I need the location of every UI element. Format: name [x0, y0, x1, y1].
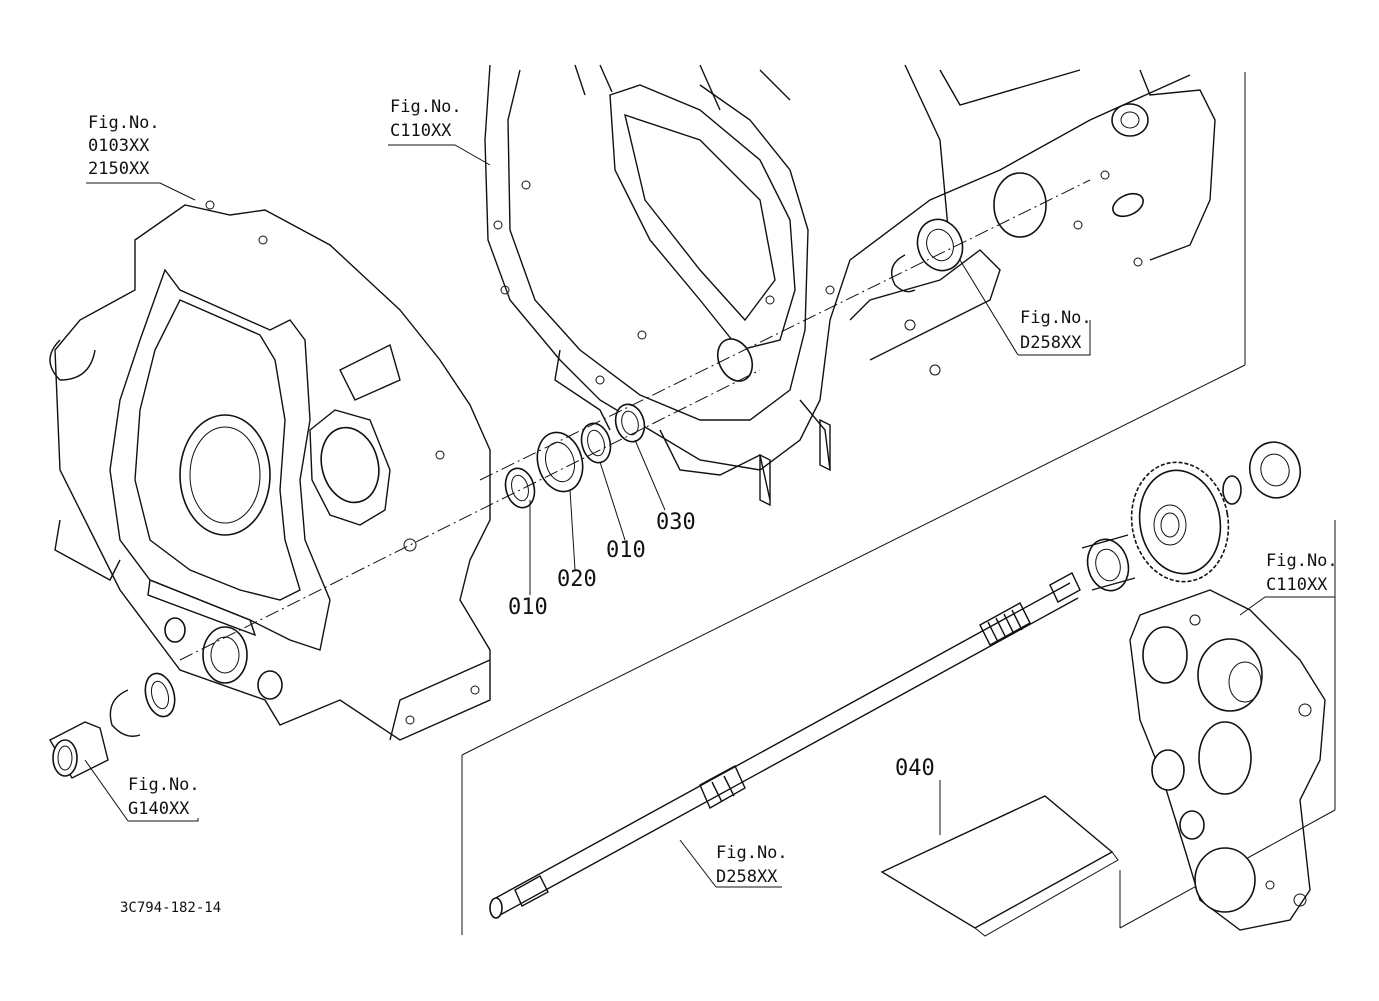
fig-code: C110XX [390, 121, 452, 141]
label-fig-c110-top: Fig.No. C110XX [390, 97, 462, 141]
fig-code: C110XX [1266, 575, 1328, 595]
part-number-010: 010 [508, 595, 548, 620]
fig-no-title: Fig.No. [390, 97, 462, 117]
fig-no-title: Fig.No. [128, 775, 200, 795]
flywheel-housing-left [49, 200, 491, 741]
label-fig-d258-top: Fig.No. D258XX [1020, 308, 1092, 353]
lower-group-frame [461, 72, 1336, 935]
fig-no-title: Fig.No. [1020, 308, 1092, 328]
part-number-030: 030 [656, 510, 696, 535]
leader-lines [84, 144, 1335, 888]
transmission-case-top [484, 64, 1216, 507]
side-cover-right [1129, 589, 1326, 931]
fig-no-title: Fig.No. [88, 113, 160, 133]
main-shaft [489, 572, 1081, 919]
fig-code: D258XX [716, 867, 778, 887]
label-fig-c110-right: Fig.No. C110XX [1266, 551, 1338, 595]
rear-seal-group [49, 672, 176, 779]
part-number-010: 010 [606, 538, 646, 563]
fig-code: 0103XX [88, 136, 150, 156]
fig-code: D258XX [1020, 333, 1082, 353]
fig-no-title: Fig.No. [716, 843, 788, 863]
fig-code: 2150XX [88, 159, 150, 179]
label-fig-0103: Fig.No. 0103XX 2150XX [88, 113, 160, 179]
part-number-040: 040 [895, 756, 935, 781]
drawing-id: 3C794-182-14 [120, 900, 221, 916]
part-number-020: 020 [557, 567, 597, 592]
center-axis-line [179, 369, 761, 661]
label-fig-d258-bottom: Fig.No. D258XX [716, 843, 788, 887]
label-fig-g140: Fig.No. G140XX [128, 775, 200, 819]
fig-code: G140XX [128, 799, 190, 819]
seal-stack [504, 403, 646, 509]
gear-assembly [1081, 441, 1302, 592]
gasket-sheet-040 [880, 795, 1119, 937]
fig-no-title: Fig.No. [1266, 551, 1338, 571]
upper-axis-line [479, 179, 1091, 481]
